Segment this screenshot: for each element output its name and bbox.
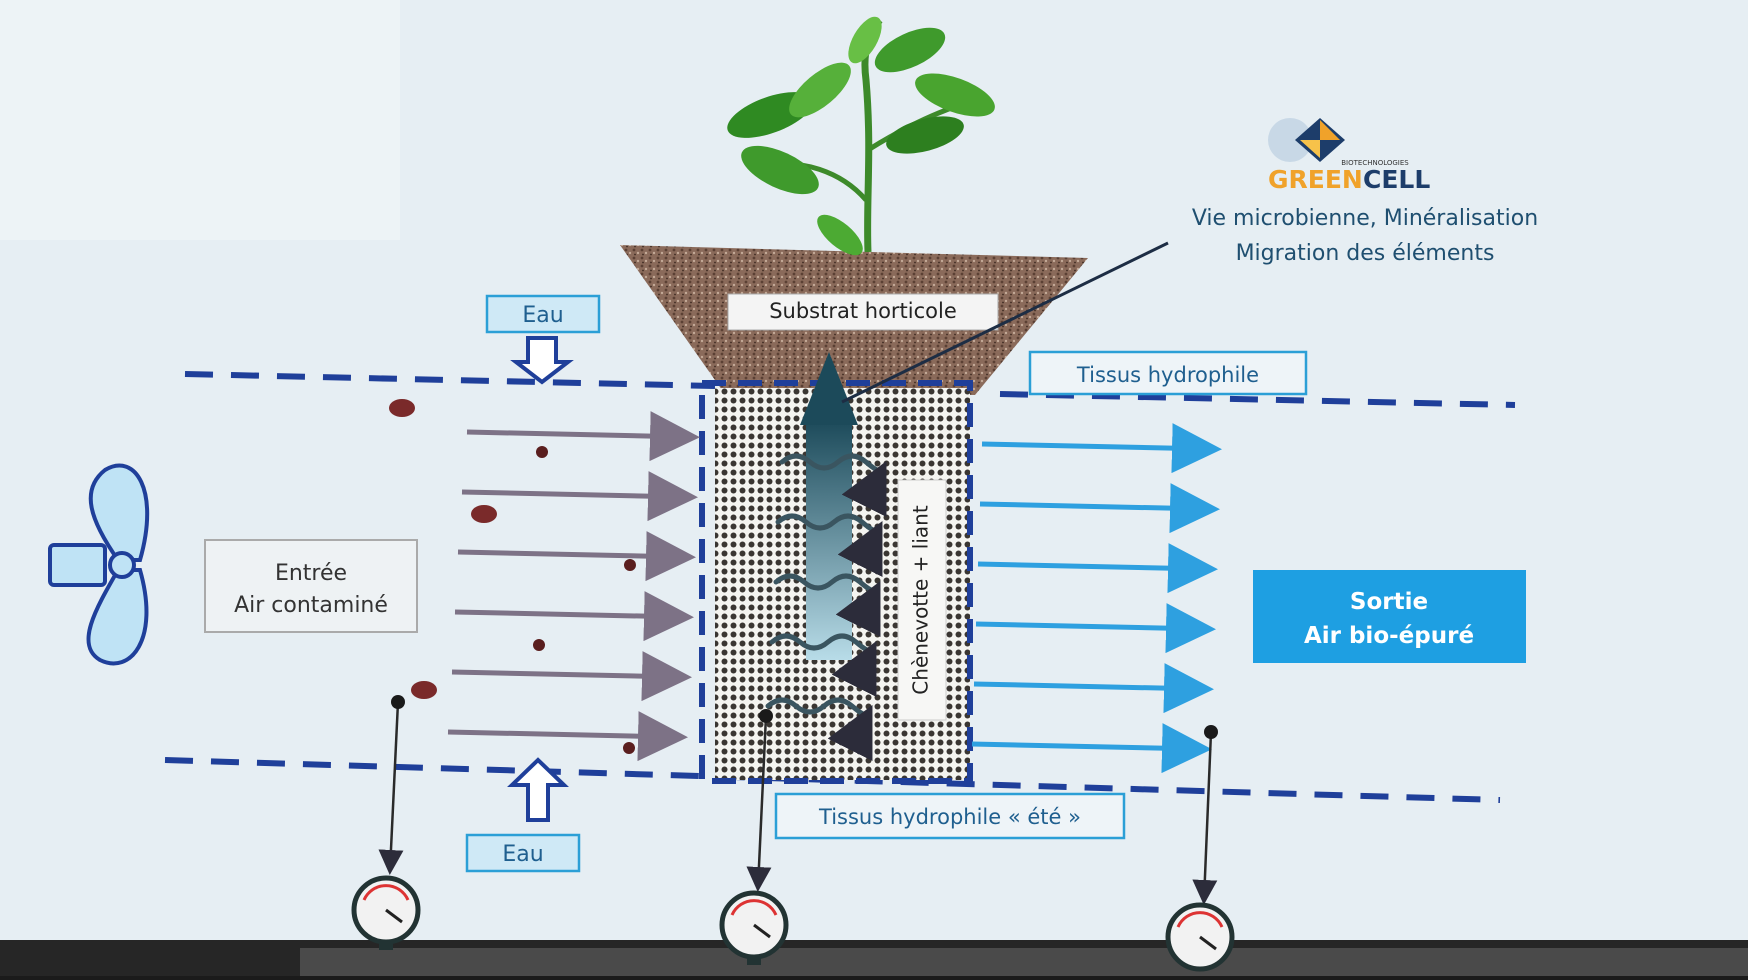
svg-text:GREEN: GREEN [1268, 165, 1363, 194]
entree-box [204, 539, 418, 633]
outflow-arrows [971, 423, 1222, 774]
migration-text: Migration des éléments [1236, 241, 1495, 266]
top-dashed-line [184, 371, 1516, 408]
substrat-label-box [727, 293, 999, 331]
sortie-line2: Air bio-épuré [1304, 623, 1474, 649]
measurement-points [391, 695, 1218, 739]
pressure-gauge-icon [1165, 902, 1235, 972]
plant-icon [727, 16, 995, 256]
down-arrow-icon [510, 336, 574, 385]
pressure-gauge-icon [351, 875, 421, 950]
eau-top-label-box [485, 294, 601, 334]
tissus-ete-box [774, 792, 1126, 840]
eau-bottom-label: Eau [502, 842, 543, 867]
eau-top-label: Eau [522, 303, 563, 328]
greencell-logo: BIOTECHNOLOGIES GREEN CELL [1268, 118, 1430, 194]
filter-column-border [699, 380, 973, 784]
annotation-pointer [841, 241, 1169, 404]
wavy-flow-arrows [765, 453, 887, 761]
entree-line2: Air contaminé [234, 593, 388, 618]
pressure-gauge-icon [719, 890, 789, 965]
inflow-arrows [447, 411, 700, 762]
svg-text:CELL: CELL [1363, 165, 1430, 194]
tissus-hydrophile-box [1028, 350, 1308, 396]
up-arrow-icon [507, 757, 569, 822]
fan-icon [48, 463, 150, 666]
pollutant-particles [389, 399, 636, 754]
tissus-ete-label: Tissus hydrophile « été » [818, 805, 1081, 829]
sortie-box [1253, 570, 1526, 663]
eau-bottom-label-box [465, 833, 581, 873]
vie-microbienne-text: Vie microbienne, Minéralisation [1192, 206, 1538, 231]
entree-line1: Entrée [275, 561, 347, 586]
svg-text:BIOTECHNOLOGIES: BIOTECHNOLOGIES [1341, 159, 1409, 167]
chenevotte-label-box [897, 479, 947, 721]
measurement-lines [378, 701, 1218, 905]
tissus-hydrophile-label: Tissus hydrophile [1076, 363, 1259, 387]
chenevotte-label: Chènevotte + liant [909, 505, 933, 695]
sortie-line1: Sortie [1350, 589, 1428, 615]
substrat-label: Substrat horticole [769, 299, 957, 323]
